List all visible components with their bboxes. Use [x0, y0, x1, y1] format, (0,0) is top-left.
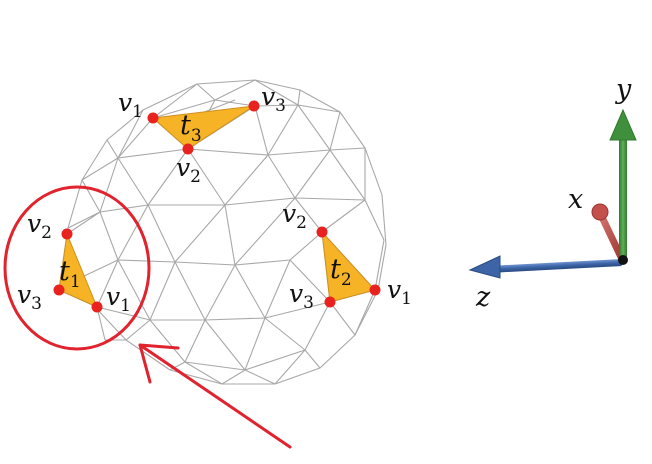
t1-v3-dot: [53, 284, 65, 296]
t2-v2-label: v2: [282, 199, 307, 233]
t2-label: t2: [330, 254, 352, 290]
z-axis-shaft: [494, 259, 623, 273]
x-axis-label: x: [568, 184, 583, 215]
z-axis-arrowhead: [468, 255, 501, 279]
labels: v1 v3 v2 t3 v2 v3 v1 t2 v2 v3 v1 t1 y x …: [17, 74, 632, 316]
highlighted-triangles: [58, 105, 376, 308]
t2-v3-dot: [324, 296, 336, 308]
t3-v2-label: v2: [176, 153, 201, 187]
t1-v2-label: v2: [27, 209, 52, 243]
t3-v2-dot: [182, 143, 194, 155]
t2-v1-label: v1: [387, 275, 412, 309]
x-axis-shaft: [597, 211, 625, 261]
t1-label: t1: [59, 256, 81, 292]
triangle-t1: [58, 232, 98, 308]
t1-v1-dot: [91, 301, 103, 313]
t3-label: t3: [180, 110, 202, 146]
t1-v3-label: v3: [17, 280, 42, 314]
t3-v1-dot: [147, 112, 159, 124]
t3-v3-label: v3: [261, 82, 286, 116]
t1-v2-dot: [61, 228, 73, 240]
t3-v1-label: v1: [118, 88, 143, 122]
y-axis-arrowhead: [609, 108, 637, 141]
triangle-t3: [151, 105, 255, 150]
highlight-annotation: [3, 185, 292, 449]
highlight-circle: [3, 185, 151, 351]
pointer-arrow: [138, 343, 292, 449]
t2-v1-dot: [369, 284, 381, 296]
z-axis-label: z: [475, 282, 491, 313]
y-axis-shaft: [619, 136, 627, 260]
t1-v1-label: v1: [106, 282, 131, 316]
triangle-vertices: [53, 100, 381, 313]
sphere-silhouette: [67, 79, 387, 385]
coordinate-axes: [468, 108, 637, 279]
t3-v3-dot: [248, 100, 260, 112]
t2-v2-dot: [316, 226, 328, 238]
triangle-t2: [321, 230, 376, 303]
t2-v3-label: v3: [289, 279, 314, 313]
x-axis-tip: [591, 203, 609, 221]
y-axis-label: y: [615, 74, 632, 105]
axes-origin: [618, 255, 628, 265]
